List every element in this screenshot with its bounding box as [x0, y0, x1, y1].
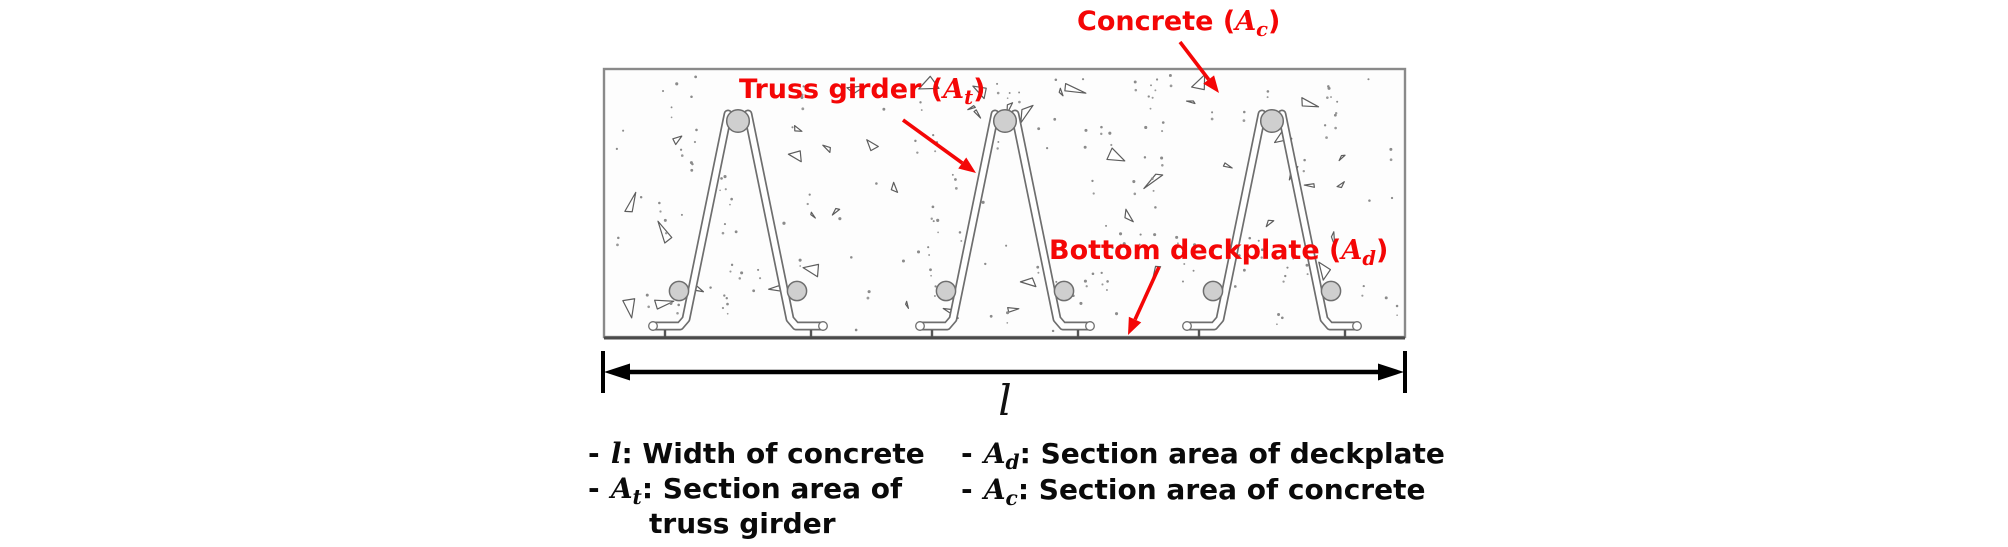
- truss-girder-2: [915, 108, 1095, 337]
- legend-item-deckplate-area: -Ad: Section area of deckplate: [961, 437, 1445, 472]
- bottom-deckplate-label-text: Bottom deckplate (: [1049, 235, 1342, 266]
- legend-subscript-d: d: [1005, 450, 1020, 475]
- bottom-deckplate-label: Bottom deckplate (Ad): [1049, 235, 1389, 268]
- concrete-symbol: A: [1235, 6, 1257, 37]
- truss-girder-symbol: A: [943, 74, 965, 105]
- truss-girder-label-close: ): [973, 74, 986, 105]
- legend-item-width: -l: Width of concrete: [588, 437, 925, 470]
- concrete-label-close: ): [1267, 6, 1281, 37]
- truss-girder-subscript: t: [964, 85, 974, 109]
- bottom-deckplate-subscript: d: [1362, 246, 1376, 270]
- legend-bullet: -: [961, 473, 973, 506]
- bottom-deckplate-symbol: A: [1341, 235, 1363, 266]
- concrete-label: Concrete (Ac): [1077, 6, 1281, 39]
- truss-girder-3: [1182, 108, 1362, 337]
- legend-bullet: -: [961, 437, 973, 470]
- legend-desc-concrete: : Section area of concrete: [1017, 473, 1426, 506]
- annotation-arrows: [901, 40, 1219, 335]
- concrete-texture: [615, 73, 1399, 333]
- width-dimension-label: l: [998, 376, 1012, 425]
- concrete-subscript: c: [1256, 17, 1268, 41]
- legend-desc-width: : Width of concrete: [621, 437, 925, 470]
- legend-bullet: -: [588, 472, 600, 505]
- bottom-deckplate-label-close: ): [1375, 235, 1389, 266]
- legend-symbol-ad: A: [983, 437, 1006, 470]
- truss-girder-arrow: [901, 118, 976, 173]
- legend-symbol-l: l: [610, 437, 622, 470]
- legend-item-truss-area-cont: truss girder: [649, 507, 836, 540]
- truss-girder-label-text: Truss girder (: [739, 74, 944, 105]
- concrete-arrow: [1178, 40, 1219, 93]
- dimension-line: [601, 351, 1407, 393]
- legend-bullet: -: [588, 437, 600, 470]
- legend-symbol-at: A: [610, 472, 633, 505]
- legend-desc-deckplate: : Section area of deckplate: [1019, 437, 1445, 470]
- legend-desc-truss: : Section area of: [641, 472, 903, 505]
- deckplate-arrow: [1128, 266, 1161, 335]
- legend-item-truss-area: -At: Section area of: [588, 472, 903, 507]
- legend-subscript-c: c: [1005, 486, 1018, 511]
- truss-girder-label: Truss girder (At): [739, 74, 986, 107]
- legend-item-concrete-area: -Ac: Section area of concrete: [961, 473, 1426, 508]
- truss-girder-1: [648, 108, 828, 337]
- legend-subscript-t: t: [632, 485, 642, 510]
- concrete-label-text: Concrete (: [1077, 6, 1236, 37]
- legend-symbol-ac: A: [983, 473, 1006, 506]
